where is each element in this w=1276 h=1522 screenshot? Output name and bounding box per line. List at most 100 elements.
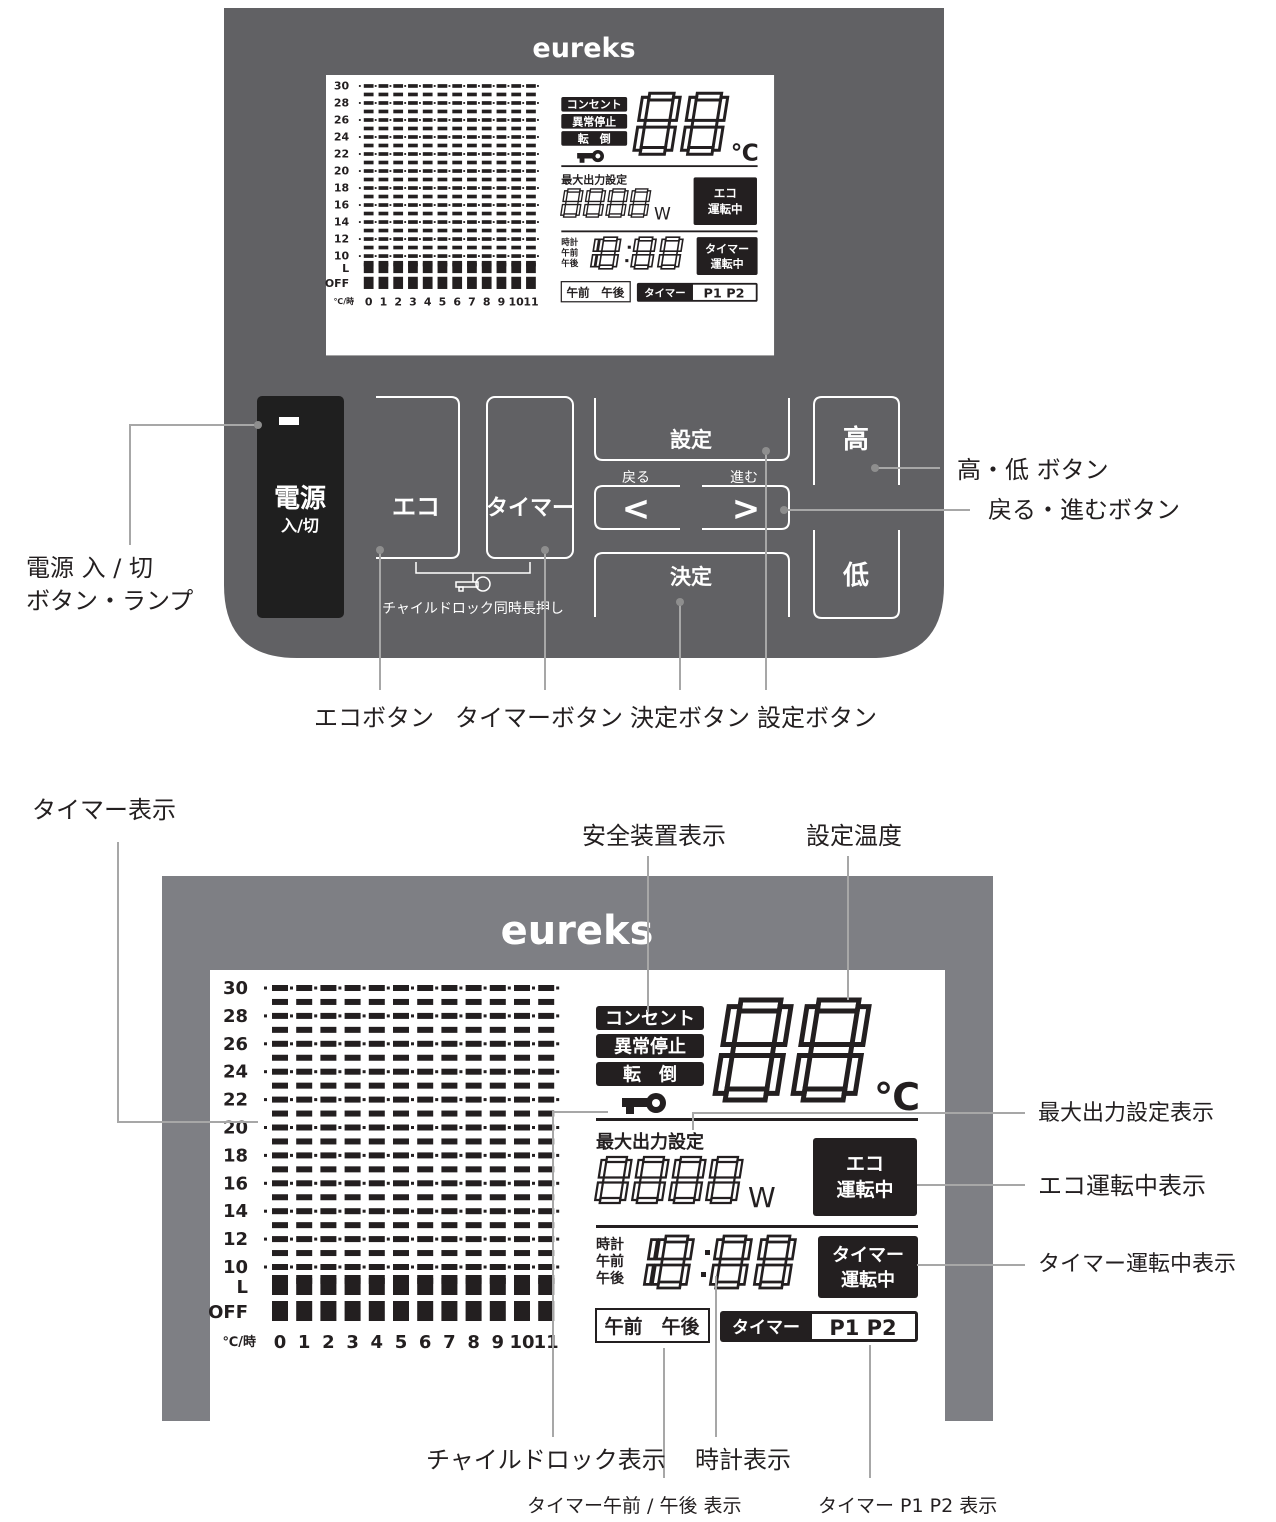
timer-segment xyxy=(363,186,374,190)
temp-unit: ℃ xyxy=(874,1075,920,1119)
x-tick-label: 5 xyxy=(439,295,447,308)
timer-button[interactable] xyxy=(486,396,574,559)
grid-dot xyxy=(556,1265,560,1269)
high-button[interactable] xyxy=(813,396,900,485)
grid-dot xyxy=(522,102,525,104)
grid-dot xyxy=(522,255,525,257)
timer-segment xyxy=(452,220,463,224)
timer-segment xyxy=(467,152,477,156)
grid-dot xyxy=(404,85,407,87)
timer-segment xyxy=(526,237,536,241)
grid-dot xyxy=(507,221,510,223)
max-output-label: 最大出力設定 xyxy=(561,173,627,187)
timer-segment xyxy=(363,237,374,241)
timer-segment xyxy=(417,1180,434,1187)
grid-dot xyxy=(389,85,392,87)
timer-segment xyxy=(417,1124,434,1131)
y-tick-label: 20 xyxy=(223,1118,248,1139)
eco-button[interactable] xyxy=(376,396,460,559)
grid-dot xyxy=(522,170,525,172)
timer-segment xyxy=(481,245,492,250)
watt-unit: W xyxy=(748,1181,776,1214)
low-button[interactable] xyxy=(813,530,900,619)
grid-dot xyxy=(433,102,436,104)
timer-segment xyxy=(526,228,536,233)
timer-segment xyxy=(344,1124,361,1131)
timer-segment xyxy=(320,1040,337,1047)
power-button[interactable] xyxy=(257,396,344,618)
timer-segment xyxy=(363,177,374,182)
y-tick-label: 24 xyxy=(223,1062,248,1083)
grid-dot xyxy=(389,102,392,104)
settings-button[interactable] xyxy=(594,398,790,461)
timer-segment xyxy=(344,1110,361,1117)
grid-dot xyxy=(507,1042,511,1046)
grid-dot xyxy=(419,204,421,206)
timer-segment xyxy=(320,1236,337,1243)
grid-dot xyxy=(435,1098,439,1102)
confirm-button[interactable] xyxy=(594,552,790,617)
grid-dot xyxy=(314,1153,318,1157)
timer-segment xyxy=(408,254,418,258)
timer-running-label-2: 運転中 xyxy=(711,257,744,271)
grid-dot xyxy=(483,1070,487,1074)
timer-segment xyxy=(368,1138,385,1145)
timer-segment xyxy=(526,101,536,105)
timer-segment xyxy=(437,237,448,241)
grid-dot xyxy=(478,119,480,121)
timer-segment-off xyxy=(296,1301,313,1321)
timer-segment xyxy=(511,228,522,233)
timer-segment xyxy=(378,194,389,199)
grid-dot xyxy=(435,1181,439,1185)
timer-segment xyxy=(272,1096,288,1103)
grid-dot xyxy=(507,1153,511,1157)
forward-button[interactable] xyxy=(702,485,790,530)
grid-dot xyxy=(290,986,293,990)
timer-segment xyxy=(393,169,404,173)
grid-dot xyxy=(459,1126,463,1129)
timer-segment xyxy=(467,254,477,258)
timer-segment xyxy=(320,1110,337,1117)
eco-running-label-2: 運転中 xyxy=(708,202,743,216)
timer-segment xyxy=(272,1054,288,1061)
grid-dot xyxy=(556,1126,560,1129)
timer-segment-l xyxy=(296,1275,313,1295)
timer-segment xyxy=(393,126,404,131)
grid-dot xyxy=(507,1014,511,1018)
y-tick-label: OFF xyxy=(325,277,349,290)
grid-dot xyxy=(374,119,377,121)
grid-dot xyxy=(522,119,525,121)
timer-segment xyxy=(538,1264,555,1270)
timer-segment xyxy=(363,254,374,258)
timer-segment xyxy=(378,126,389,131)
low-button-label: 低 xyxy=(842,561,869,591)
timer-segment xyxy=(467,186,477,190)
timer-segment xyxy=(481,228,492,233)
timer-segment xyxy=(393,1222,409,1229)
x-tick-label: 2 xyxy=(322,1332,335,1353)
timer-segment xyxy=(511,84,522,88)
grid-dot xyxy=(435,1237,439,1241)
timer-segment-l xyxy=(465,1275,482,1295)
grid-dot xyxy=(314,1014,318,1018)
timer-segment xyxy=(393,186,404,190)
timer-segment xyxy=(511,245,522,250)
timer-segment xyxy=(441,1250,458,1257)
grid-dot xyxy=(264,1070,267,1074)
grid-dot xyxy=(338,1098,342,1102)
back-button[interactable] xyxy=(594,485,680,530)
grid-dot xyxy=(419,136,421,138)
timer-segment xyxy=(417,1166,434,1173)
grid-dot xyxy=(404,170,407,172)
y-tick-label: 18 xyxy=(223,1145,248,1166)
clock-colon xyxy=(627,245,631,249)
timer-segment xyxy=(393,1250,409,1257)
timer-segment xyxy=(538,1068,555,1075)
grid-dot xyxy=(433,153,436,155)
grid-dot xyxy=(419,102,421,104)
lcd-divider xyxy=(561,230,758,233)
grid-dot xyxy=(362,986,366,990)
timer-segment xyxy=(363,101,374,105)
timer-segment-off xyxy=(538,1301,555,1321)
